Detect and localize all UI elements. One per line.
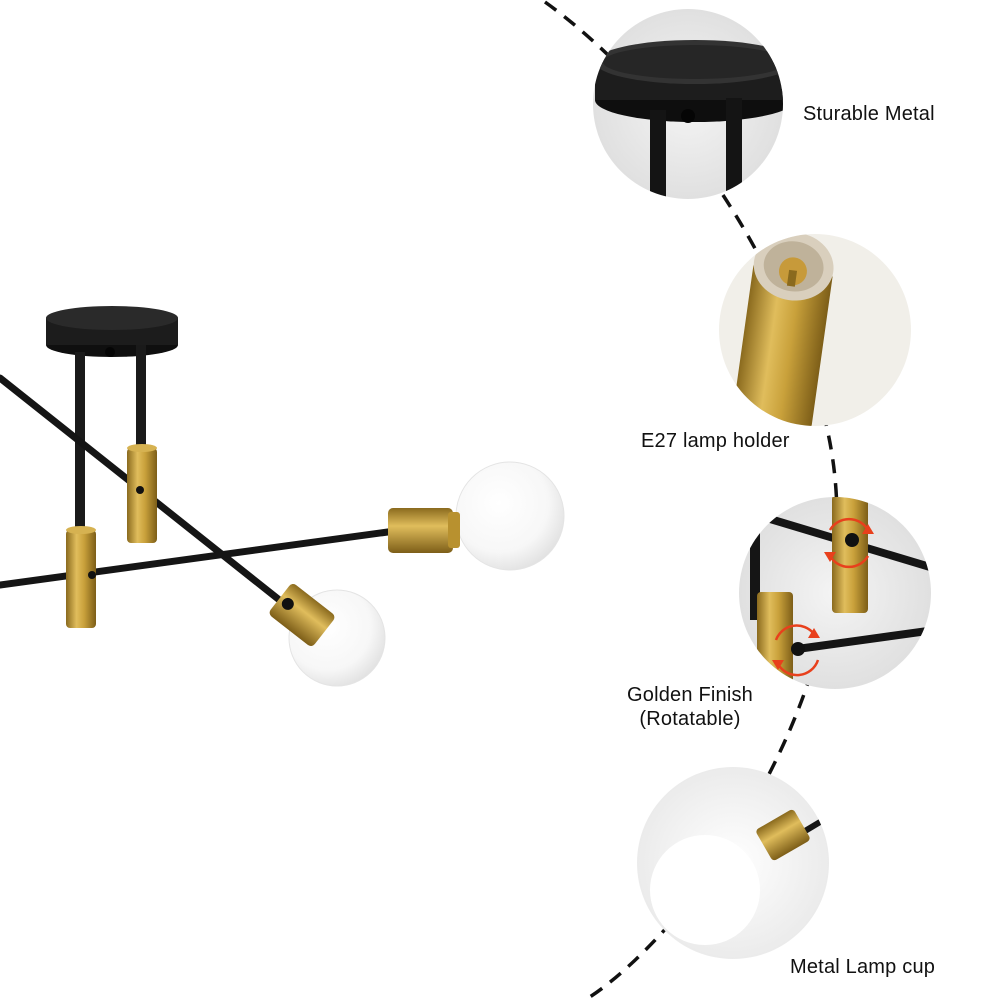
callout-sturable-metal: Sturable Metal bbox=[803, 103, 935, 125]
detail-circle-lamp-cup bbox=[637, 767, 829, 959]
brass-sleeve-right-stem bbox=[127, 448, 157, 543]
chandelier bbox=[0, 306, 565, 687]
bulb-lower bbox=[269, 584, 386, 687]
bulb-right bbox=[388, 461, 565, 571]
callout-lamp-holder: E27 lamp holder bbox=[641, 430, 790, 452]
dashed-connector-arc bbox=[543, 0, 839, 1000]
stem-right bbox=[136, 345, 146, 450]
callout-golden-finish: Golden Finish (Rotatable) bbox=[627, 683, 753, 731]
callout-lamp-cup: Metal Lamp cup bbox=[790, 956, 936, 978]
callout-golden-finish-note: (Rotatable) bbox=[639, 708, 741, 730]
brass-sleeve-left-stem bbox=[66, 530, 96, 628]
callout-golden-finish-title: Golden Finish bbox=[627, 684, 753, 706]
detail-circle-lamp-holder bbox=[719, 234, 911, 426]
rotate-arrows-icon bbox=[772, 517, 874, 677]
ceiling-canopy bbox=[46, 306, 178, 357]
detail-circle-golden-finish bbox=[739, 497, 931, 689]
arm-horizontal bbox=[0, 527, 399, 589]
detail-circle-canopy bbox=[593, 9, 783, 199]
